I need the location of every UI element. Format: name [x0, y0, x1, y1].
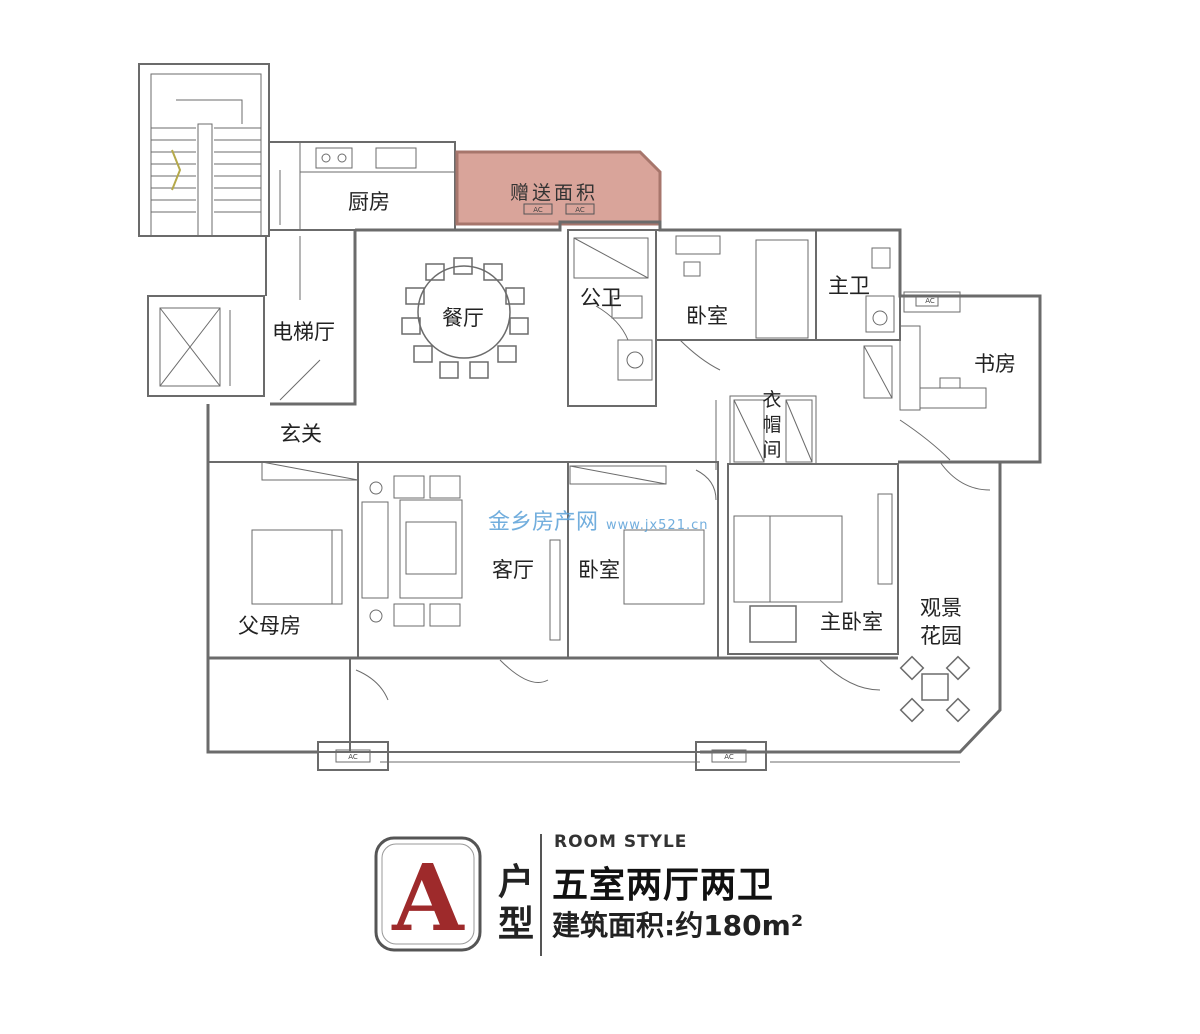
- bonus-area-room: [455, 150, 662, 226]
- door-swings: [279, 305, 991, 701]
- huxing-label: 户型: [497, 862, 534, 945]
- site-watermark: 金乡房产网 www.jx521.cn: [488, 504, 709, 536]
- layout-type-title: 五室两厅两卫: [552, 865, 775, 906]
- room-label-bonus-area: 赠送面积: [510, 182, 599, 204]
- master-bedroom-room: [727, 463, 899, 655]
- room-label-entrance: 玄关: [280, 422, 322, 446]
- ac-tag: AC: [925, 297, 935, 305]
- room-label-living: 客厅: [492, 558, 534, 582]
- sofa-table-icon: [399, 499, 463, 599]
- living-room: [357, 461, 569, 659]
- ac-tag: AC: [724, 753, 734, 761]
- bedroom-north-room: [655, 229, 817, 341]
- elevator-shaft: [147, 295, 265, 397]
- room-label-cloakroom: 衣帽间: [762, 389, 782, 461]
- room-label-study: 书房: [974, 352, 1016, 376]
- master-bath-room: [815, 229, 901, 341]
- type-a-badge: A: [374, 836, 482, 952]
- bed-icon: [733, 515, 843, 603]
- room-label-master-bedroom: 主卧室: [820, 610, 883, 634]
- stove-icon: [315, 147, 353, 169]
- unit-type-legend: A 户型 ROOM STYLE 五室两厅两卫 建筑面积:约180m²: [370, 830, 830, 960]
- garden-table-icon: [899, 655, 971, 723]
- sink-icon: [375, 147, 417, 169]
- watermark-url: www.jx521.cn: [606, 518, 709, 533]
- room-label-bedroom-center: 卧室: [578, 558, 620, 582]
- room-label-kitchen: 厨房: [348, 190, 390, 214]
- room-label-elevator-hall: 电梯厅: [272, 320, 335, 344]
- floor-plan-drawing: AC AC AC AC AC: [138, 63, 1042, 771]
- room-label-dining: 餐厅: [442, 306, 484, 330]
- stair-treads: [151, 99, 261, 237]
- armchair-icon: [749, 605, 797, 643]
- type-letter: A: [391, 844, 465, 952]
- legend-divider: [540, 834, 542, 956]
- room-label-garden: 观景花园: [920, 596, 962, 648]
- bed-icon: [251, 529, 343, 605]
- ac-tag: AC: [575, 206, 585, 214]
- bed-icon: [755, 239, 809, 339]
- stair-arrow: [171, 149, 182, 191]
- bed-icon: [623, 529, 705, 605]
- dining-table-icon: [401, 257, 529, 379]
- ac-tag: AC: [348, 753, 358, 761]
- room-label-public-bath: 公卫: [580, 286, 622, 310]
- room-label-bedroom-north: 卧室: [686, 304, 728, 328]
- room-label-master-bath: 主卫: [828, 274, 870, 298]
- floor-area-text: 建筑面积:约180m²: [552, 909, 804, 942]
- room-style-label: ROOM STYLE: [554, 832, 688, 852]
- watermark-site: 金乡房产网: [488, 510, 599, 535]
- stairwell: [138, 63, 270, 237]
- room-label-parents-room: 父母房: [238, 614, 301, 638]
- ac-tag: AC: [533, 206, 543, 214]
